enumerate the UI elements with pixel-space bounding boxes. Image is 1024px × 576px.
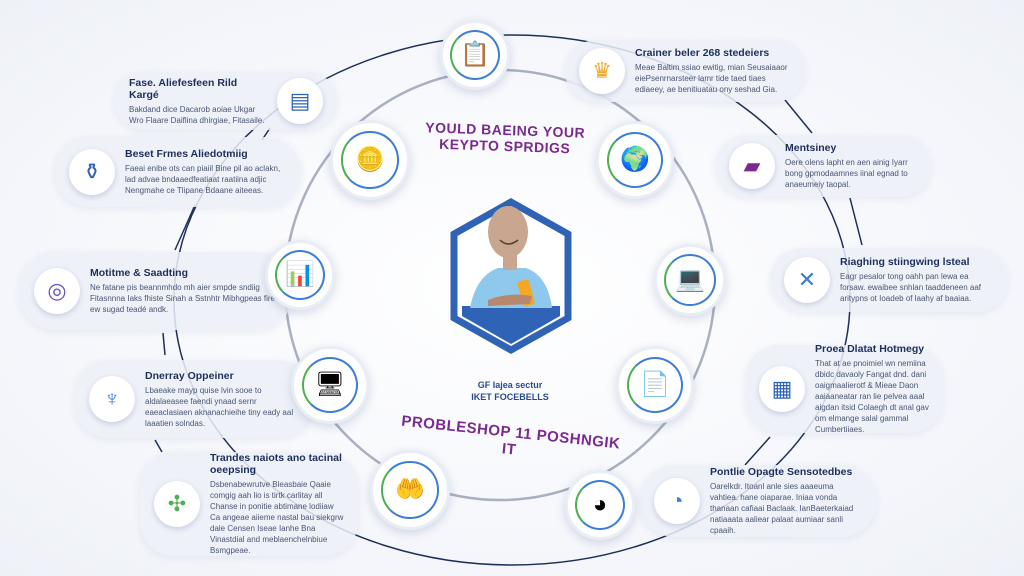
person-neck bbox=[503, 254, 517, 270]
ring-node: 💻 bbox=[654, 244, 726, 316]
growth-chart-icon: ✣ bbox=[154, 481, 200, 527]
card-title: Crainer beler 268 stedeiers bbox=[635, 47, 770, 59]
info-card: ▤ Fase. Aliefesfeen Rild Kargé Bakdand d… bbox=[115, 72, 337, 130]
web-page-icon: 🖥 bbox=[302, 357, 358, 413]
central-figure bbox=[450, 197, 572, 355]
clipboard-icon: 📋 bbox=[449, 29, 501, 81]
hand-coin-icon: 🤲 bbox=[381, 461, 439, 519]
ring-node: 🖥 bbox=[291, 346, 369, 424]
card-title: Dnerray Oppeiner bbox=[145, 369, 234, 382]
info-card: ✕ Riaghing stiingwing lsteal Eagr pesalo… bbox=[770, 248, 1008, 312]
jar-icon: ⚱ bbox=[69, 149, 115, 195]
card-title: Beset Frmes Aliedotmiig bbox=[125, 148, 248, 160]
ring-node: 📄 bbox=[616, 346, 694, 424]
connector bbox=[154, 439, 163, 453]
info-card: ♆ Dnerray Oppeiner Lbaeake mayp quise lv… bbox=[75, 360, 313, 438]
crossed-tools-icon: ✕ bbox=[784, 257, 830, 303]
info-card: ⚱ Beset Frmes Aliedotmiig Faeai enibe ot… bbox=[55, 137, 301, 207]
globe-chart-icon: 🌍 bbox=[607, 132, 663, 188]
center-caption-line-1: GF Iajea sectur bbox=[477, 380, 543, 390]
connector bbox=[162, 332, 166, 356]
document-icon: 📄 bbox=[627, 357, 683, 413]
info-card: ✣ Trandes naiots ano tacinal oeepsing Ds… bbox=[140, 452, 358, 556]
center-caption: GF Iajea sectur IKET FOCEBELLS bbox=[440, 379, 580, 403]
coins-icon: 🪙 bbox=[341, 131, 399, 189]
person-head-icon bbox=[488, 206, 528, 258]
ring-node: 📊 bbox=[265, 240, 335, 310]
center-caption-line-2: IKET FOCEBELLS bbox=[471, 392, 549, 402]
donut-icon: ◕ bbox=[574, 479, 626, 531]
wallet-icon: ▰ bbox=[729, 143, 775, 189]
document-chart-icon: ▤ bbox=[277, 78, 323, 124]
info-card: ▦ Proea Dlatat Hotmegy That at ae pnoimi… bbox=[745, 343, 943, 434]
person-hand bbox=[488, 294, 532, 306]
pie-badge-icon: ◔ bbox=[654, 478, 700, 524]
connector bbox=[744, 436, 771, 466]
trophy-cup-icon: ♛ bbox=[579, 48, 625, 94]
card-title: Riaghing stiingwing lsteal bbox=[840, 256, 970, 268]
connector bbox=[784, 99, 813, 134]
connector bbox=[174, 204, 196, 251]
ring-node: 🤲 bbox=[370, 450, 450, 530]
card-body: Faeai enibe ots can piaiil Bine pil ao a… bbox=[125, 164, 281, 195]
card-body: Eagr pesalor tong oahh pan lewa ea forsa… bbox=[840, 272, 981, 303]
card-body: Meae Baltim ssiao ewitig, mian Seusaiaao… bbox=[635, 63, 788, 94]
hexagon-base bbox=[462, 306, 560, 344]
ring-node: 📋 bbox=[440, 20, 510, 90]
coin-stack-icon: ◎ bbox=[34, 268, 80, 314]
card-title: Motitme & Saadting bbox=[90, 267, 189, 279]
ring-node: ◕ bbox=[565, 470, 635, 540]
card-body: Oarelkdr. Itoanl anle sies aaaeuma vahti… bbox=[710, 482, 854, 535]
card-body: Bakdand dice Dacarob aoiae Ukgar Wro Fla… bbox=[129, 104, 265, 125]
connector bbox=[849, 197, 863, 246]
card-body: Ne fatane pis beannmhdo mh aier smpde sn… bbox=[90, 283, 275, 314]
card-body: Lbaeake mayp quise lvin sooe to aldalaea… bbox=[145, 385, 294, 428]
card-body: Dsbenabewrutve Bleasbaie Qaaie comgig aa… bbox=[210, 480, 344, 555]
ring-node: 🪙 bbox=[330, 120, 410, 200]
report-icon: ▦ bbox=[759, 366, 805, 412]
monitor-hand-icon: 💻 bbox=[664, 254, 716, 306]
ring-node: 🌍 bbox=[596, 121, 674, 199]
info-card: ♛ Crainer beler 268 stedeiers Meae Balti… bbox=[565, 40, 805, 102]
bar-chart-icon: 📊 bbox=[274, 249, 326, 301]
card-body: That at ae pnoimiel wn nemiina dbidc dav… bbox=[815, 359, 929, 434]
info-card: ▰ Mentsiney Oere olens lapht en aen aini… bbox=[715, 135, 931, 197]
info-card: ◎ Motitme & Saadting Ne fatane pis beann… bbox=[20, 252, 292, 330]
info-card: ◔ Pontlie Opagte Sensotedbes Oarelkdr. I… bbox=[640, 465, 876, 537]
card-title: Pontlie Opagte Sensotedbes bbox=[710, 466, 853, 478]
card-body: Oere olens lapht en aen ainig Iyarr bong… bbox=[785, 158, 908, 189]
card-title: Mentsiney bbox=[785, 142, 837, 154]
card-title: Proea Dlatat Hotmegy bbox=[815, 343, 925, 355]
card-title: Fase. Aliefesfeen Rild Kargé bbox=[129, 76, 238, 101]
card-title: Trandes naiots ano tacinal oeepsing bbox=[210, 452, 342, 476]
trophy-icon: ♆ bbox=[89, 376, 135, 422]
